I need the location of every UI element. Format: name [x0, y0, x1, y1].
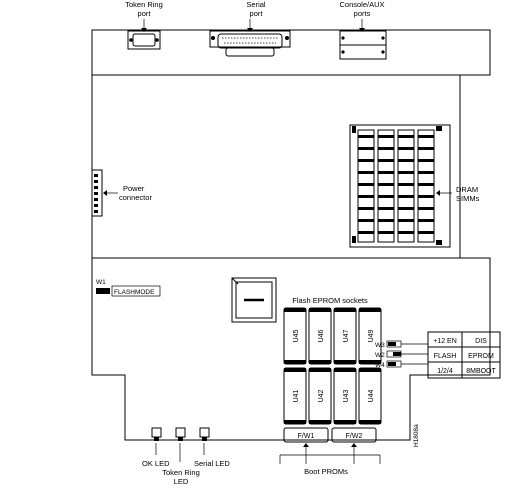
jumper-w3-label: W3	[375, 342, 385, 349]
chip-u49-label: U49	[368, 329, 375, 342]
ok-led-label: OK LED	[142, 459, 170, 468]
table-w4-on: 1/2/4	[437, 368, 453, 375]
token-ring-port-connector	[127, 30, 161, 50]
dram-simms-label-line1: DRAM	[456, 185, 478, 194]
boot-proms-label: Boot PROMs	[304, 467, 348, 476]
table-w3-off: DIS	[475, 338, 487, 345]
chip-u45: U45	[283, 307, 307, 365]
dram-simms-label-line2: SIMMs	[456, 194, 480, 203]
table-w4-off: 8MBOOT	[466, 368, 496, 375]
chip-u43-label: U43	[343, 389, 350, 402]
processor-chip	[231, 277, 277, 323]
table-w2-on: FLASH	[434, 353, 457, 360]
boot-prom-fw2: F/W2	[331, 427, 377, 443]
chip-u44-label: U44	[368, 389, 375, 402]
token-ring-port-label-line1: Token Ring	[125, 0, 163, 9]
figure-id: H1808a	[413, 424, 420, 447]
console-aux-connector	[339, 30, 387, 60]
chip-u42: U42	[308, 367, 332, 425]
token-ring-led	[175, 427, 186, 441]
board-outline	[91, 29, 491, 441]
jumper-w2-label: W2	[375, 352, 385, 359]
chip-u46-label: U46	[318, 329, 325, 342]
chip-u43: U43	[333, 367, 357, 425]
table-w2-off: EPROM	[468, 353, 494, 360]
serial-led	[199, 427, 210, 441]
table-w3-on: +12 EN	[433, 338, 457, 345]
flash-eprom-sockets-label: Flash EPROM sockets	[292, 296, 368, 305]
token-ring-led-label-line2: LED	[174, 477, 189, 486]
jumper-block: W3 W2 W4	[375, 340, 428, 369]
jumper-setting-table: +12 EN DIS FLASH EPROM 1/2/4 8MBOOT	[427, 331, 501, 379]
dram-simms	[349, 124, 451, 248]
w1-jumper-label: W1	[96, 279, 106, 286]
power-connector	[91, 169, 103, 217]
jumper-w4-label: W4	[375, 362, 385, 369]
chip-u41-label: U41	[293, 389, 300, 402]
flashmode-box	[111, 285, 161, 297]
flashmode-label: FLASHMODE	[114, 289, 155, 296]
power-connector-label-line2: connector	[119, 193, 152, 202]
boot-prom-fw2-label: F/W2	[346, 433, 363, 440]
serial-port-connector	[209, 30, 291, 57]
token-ring-port-label-line2: port	[138, 9, 152, 18]
boot-prom-fw1-label: F/W1	[298, 433, 315, 440]
console-aux-label-line2: ports	[354, 9, 371, 18]
token-ring-led-label-line1: Token Ring	[162, 468, 200, 477]
chip-u46: U46	[308, 307, 332, 365]
chip-u42-label: U42	[318, 389, 325, 402]
chip-u44: U44	[358, 367, 382, 425]
chip-u47-label: U47	[343, 329, 350, 342]
serial-led-label: Serial LED	[194, 459, 230, 468]
chip-u45-label: U45	[293, 329, 300, 342]
chip-u41: U41	[283, 367, 307, 425]
boot-prom-fw1: F/W1	[283, 427, 329, 443]
serial-port-label-line1: Serial	[246, 0, 266, 9]
power-connector-label-line1: Power	[123, 184, 145, 193]
serial-port-label-line2: port	[250, 9, 264, 18]
ok-led	[151, 427, 162, 441]
chip-u47: U47	[333, 307, 357, 365]
flash-chip-row-bottom: U41 U42 U43 U44	[283, 367, 382, 425]
chip-u49: U49	[358, 307, 382, 365]
console-aux-label-line1: Console/AUX	[339, 0, 384, 9]
flash-chip-row-top: U45 U46 U47 U49	[283, 307, 382, 365]
w1-jumper	[96, 288, 110, 294]
